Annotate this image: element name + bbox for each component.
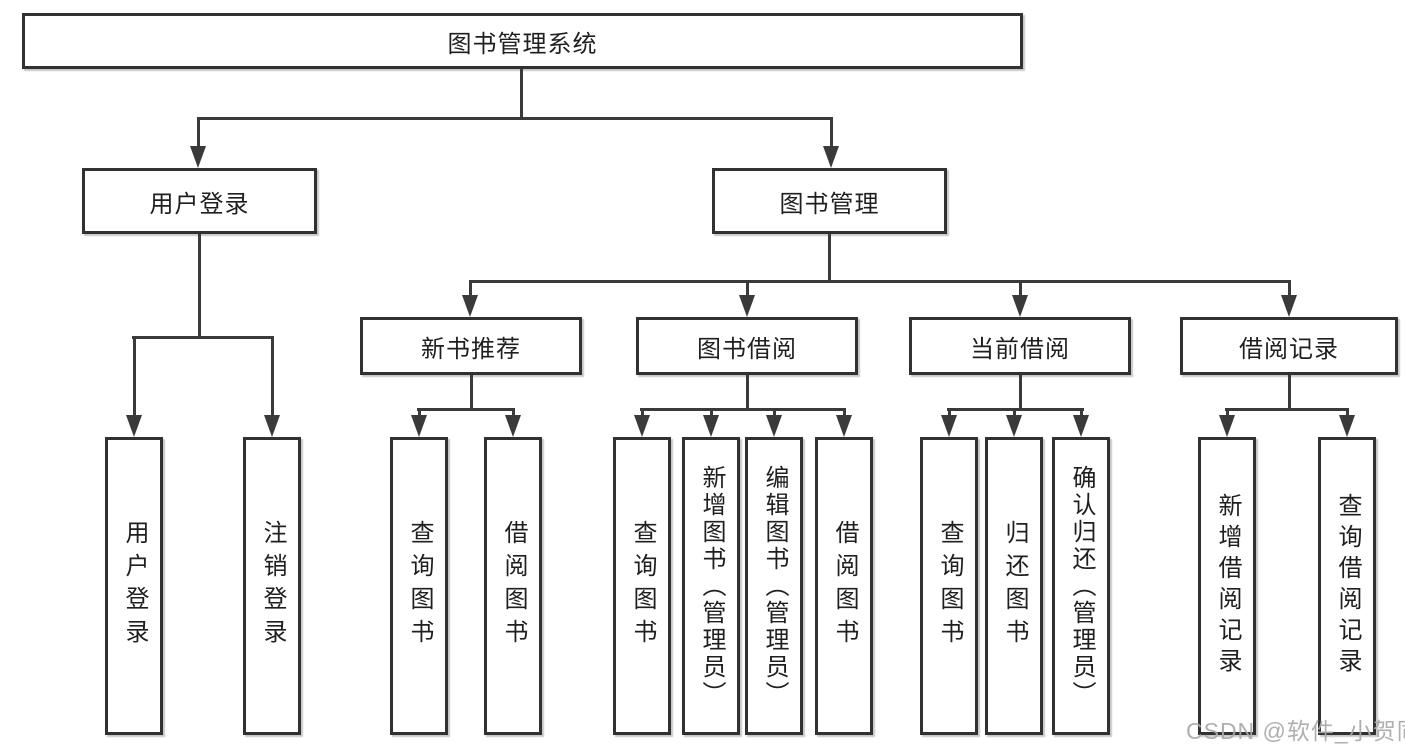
connector-vline [1288, 375, 1291, 411]
leaf-search-books-current: 查询图书 [920, 437, 978, 735]
leaf-return-book: 归还图书 [985, 437, 1043, 735]
node-book-management-label: 图书管理 [779, 190, 880, 218]
leaf-confirm-return-admin-label: 确认归还（管理员） [1068, 464, 1095, 708]
leaf-user-login: 用户登录 [105, 437, 163, 735]
leaf-edit-book-admin-label: 编辑图书（管理员） [761, 464, 788, 708]
connector-vline [746, 375, 749, 411]
connector-hline [469, 280, 1291, 283]
node-current-borrowing-label: 当前借阅 [970, 335, 1070, 363]
connector-vline [470, 375, 473, 411]
arrowhead-down-icon [1012, 295, 1028, 317]
watermark: CSDN @软件_小贺同学 [1186, 718, 1405, 744]
connector-vline [198, 234, 201, 339]
connector-vline [1080, 408, 1083, 417]
connector-vline [1288, 280, 1291, 298]
leaf-search-borrow-record-label: 查询借阅记录 [1334, 493, 1361, 679]
leaf-borrow-books-recommend: 借阅图书 [484, 437, 542, 735]
leaf-add-borrow-record: 新增借阅记录 [1198, 437, 1256, 735]
leaf-borrow-books-borrowing: 借阅图书 [815, 437, 873, 735]
node-new-book-recommendation-label: 新书推荐 [421, 335, 521, 363]
connector-vline [710, 408, 713, 417]
arrowhead-down-icon [1073, 415, 1089, 437]
node-current-borrowing: 当前借阅 [909, 317, 1131, 375]
connector-hline [640, 408, 846, 411]
node-new-book-recommendation: 新书推荐 [360, 317, 582, 375]
connector-vline [520, 69, 523, 120]
leaf-add-borrow-record-label: 新增借阅记录 [1214, 493, 1241, 679]
arrowhead-down-icon [766, 415, 782, 437]
arrowhead-down-icon [1219, 415, 1235, 437]
arrowhead-down-icon [462, 295, 478, 317]
connector-vline [271, 336, 274, 417]
node-book-borrowing: 图书借阅 [636, 317, 858, 375]
connector-vline [1226, 408, 1229, 417]
arrowhead-down-icon [634, 415, 650, 437]
leaf-add-book-admin-label: 新增图书（管理员） [698, 464, 725, 708]
leaf-user-login-label: 用户登录 [121, 520, 148, 652]
connector-vline [418, 408, 421, 417]
leaf-confirm-return-admin: 确认归还（管理员） [1052, 437, 1110, 735]
connector-vline [830, 117, 833, 149]
node-borrowing-records: 借阅记录 [1180, 317, 1398, 375]
connector-vline [828, 234, 831, 283]
connector-vline [1346, 408, 1349, 417]
connector-hline [197, 117, 833, 120]
connector-hline [1225, 408, 1349, 411]
arrowhead-down-icon [739, 295, 755, 317]
leaf-search-books-borrowing-label: 查询图书 [629, 520, 656, 652]
node-book-borrowing-label: 图书借阅 [697, 335, 797, 363]
leaf-borrow-books-borrowing-label: 借阅图书 [831, 520, 858, 652]
connector-vline [1019, 375, 1022, 411]
arrowhead-down-icon [1339, 415, 1355, 437]
node-borrowing-records-label: 借阅记录 [1239, 335, 1339, 363]
arrowhead-down-icon [1281, 295, 1297, 317]
node-user-login-label: 用户登录 [149, 190, 250, 218]
arrowhead-down-icon [126, 415, 142, 437]
leaf-borrow-books-recommend-label: 借阅图书 [500, 520, 527, 652]
arrowhead-down-icon [836, 415, 852, 437]
connector-vline [746, 280, 749, 298]
arrowhead-down-icon [411, 415, 427, 437]
connector-vline [948, 408, 951, 417]
leaf-search-books-recommend: 查询图书 [390, 437, 448, 735]
connector-vline [133, 336, 136, 417]
node-root: 图书管理系统 [22, 13, 1023, 69]
arrowhead-down-icon [823, 146, 839, 168]
arrowhead-down-icon [1006, 415, 1022, 437]
node-root-label: 图书管理系统 [447, 30, 598, 58]
arrowhead-down-icon [264, 415, 280, 437]
leaf-logout-label: 注销登录 [259, 520, 286, 652]
connector-vline [1019, 280, 1022, 298]
node-user-login: 用户登录 [82, 168, 317, 234]
arrowhead-down-icon [190, 146, 206, 168]
connector-vline [469, 280, 472, 298]
connector-vline [197, 117, 200, 149]
leaf-logout: 注销登录 [243, 437, 301, 735]
arrowhead-down-icon [505, 415, 521, 437]
leaf-search-borrow-record: 查询借阅记录 [1318, 437, 1376, 735]
leaf-search-books-current-label: 查询图书 [936, 520, 963, 652]
connector-vline [641, 408, 644, 417]
leaf-edit-book-admin: 编辑图书（管理员） [745, 437, 803, 735]
leaf-search-books-borrowing: 查询图书 [613, 437, 671, 735]
node-book-management: 图书管理 [712, 168, 947, 234]
connector-vline [843, 408, 846, 417]
connector-vline [1013, 408, 1016, 417]
connector-vline [512, 408, 515, 417]
leaf-add-book-admin: 新增图书（管理员） [682, 437, 740, 735]
leaf-return-book-label: 归还图书 [1001, 520, 1028, 652]
connector-vline [773, 408, 776, 417]
arrowhead-down-icon [941, 415, 957, 437]
leaf-search-books-recommend-label: 查询图书 [406, 520, 433, 652]
connector-hline [132, 336, 274, 339]
arrowhead-down-icon [703, 415, 719, 437]
connector-hline [417, 408, 515, 411]
